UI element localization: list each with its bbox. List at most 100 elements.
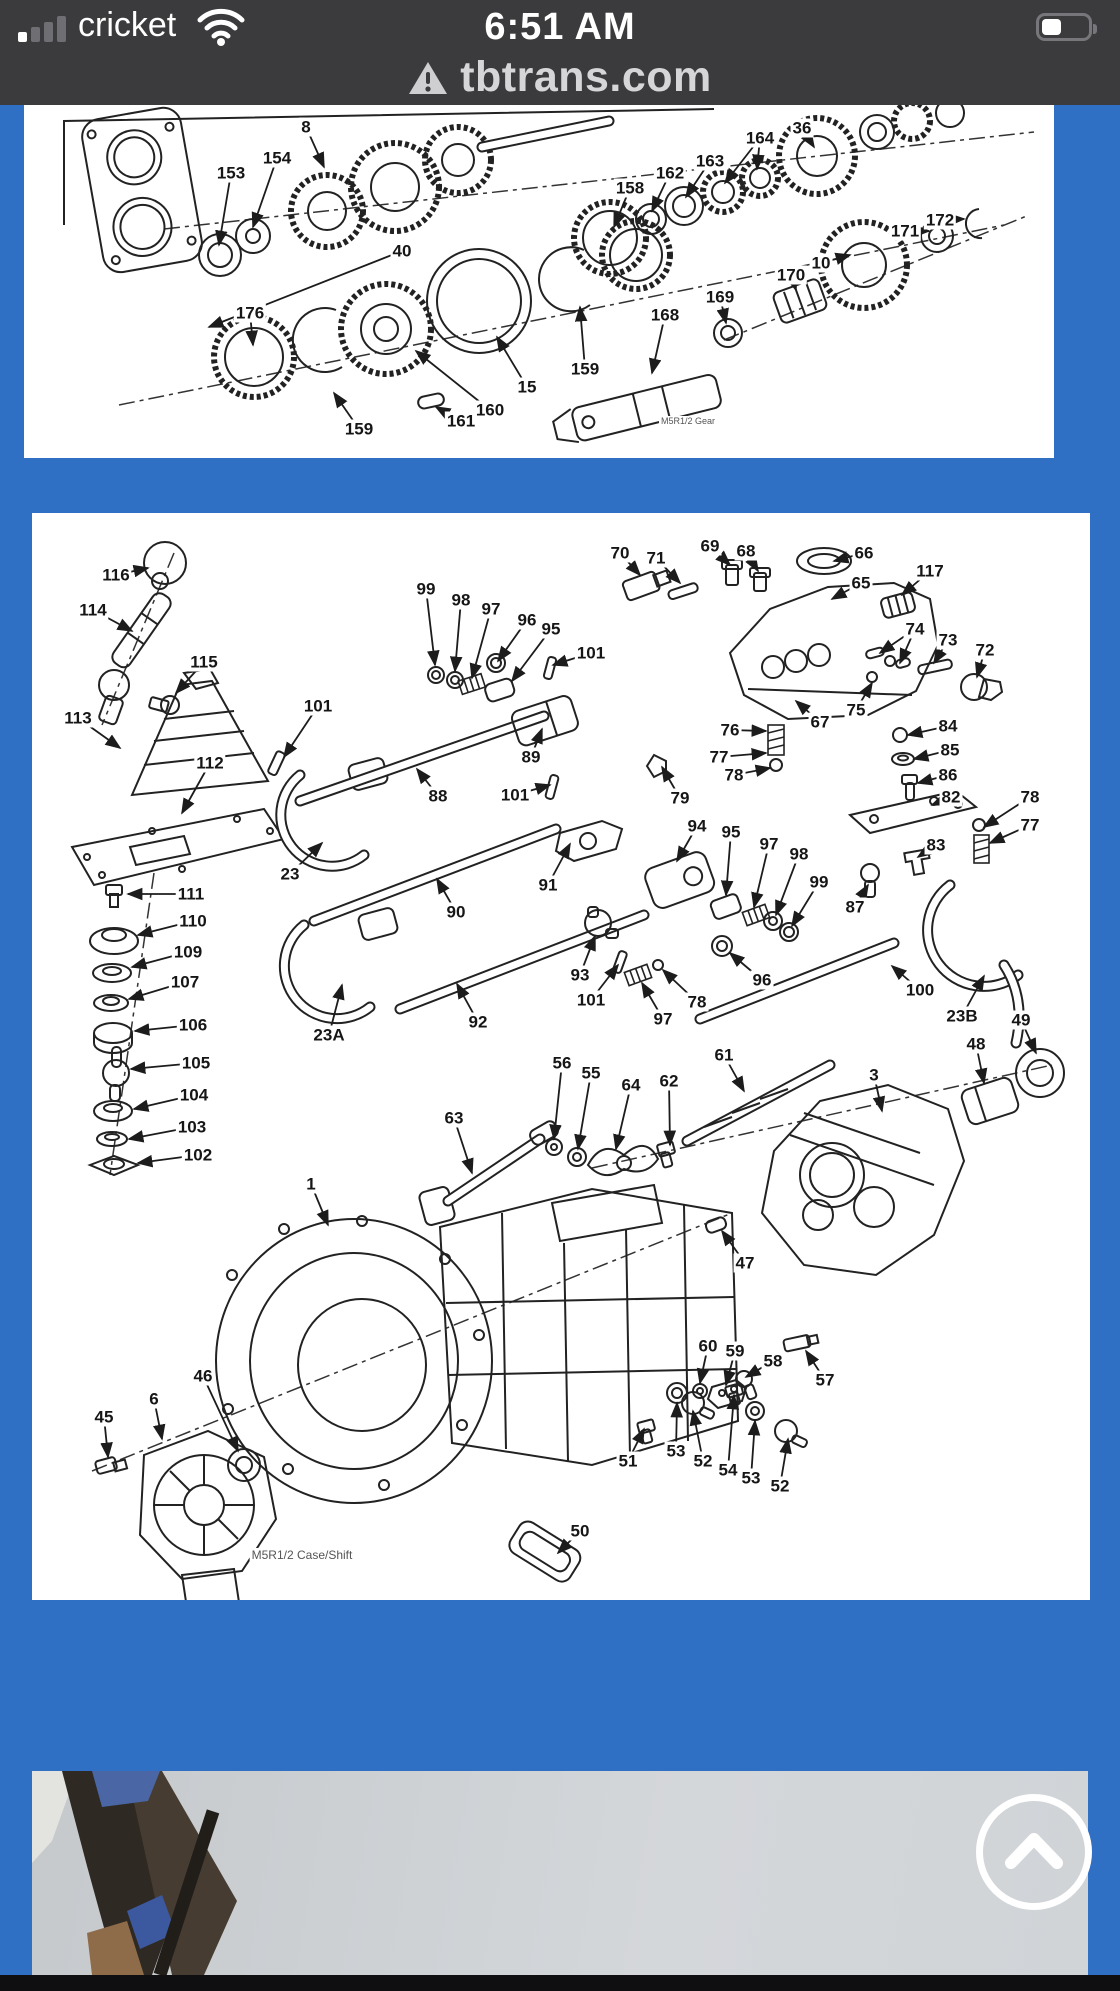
- part-label-96: 96: [750, 970, 774, 990]
- part-label-73: 73: [936, 630, 960, 650]
- part-label-104: 104: [177, 1085, 211, 1105]
- part-label-52: 52: [768, 1476, 792, 1496]
- part-label-71: 71: [644, 548, 668, 568]
- part-label-36: 36: [790, 118, 814, 138]
- cellular-signal-icon: [18, 16, 70, 42]
- part-label-105: 105: [179, 1053, 213, 1073]
- part-label-68: 68: [734, 541, 758, 561]
- part-label-50: 50: [568, 1521, 592, 1541]
- part-label-88: 88: [426, 786, 450, 806]
- part-label-23: 23: [278, 864, 302, 884]
- part-label-97: 97: [757, 834, 781, 854]
- part-label-112: 112: [194, 753, 226, 773]
- part-label-78: 78: [722, 765, 746, 785]
- part-label-164: 164: [743, 128, 777, 148]
- part-label-82: 82: [939, 787, 963, 807]
- part-label-62: 62: [657, 1071, 681, 1091]
- part-label-51: 51: [616, 1451, 640, 1471]
- part-label-83: 83: [924, 835, 948, 855]
- part-label-98: 98: [787, 844, 811, 864]
- part-label-159: 159: [568, 359, 602, 379]
- part-label-84: 84: [936, 716, 960, 736]
- part-label-47: 47: [733, 1253, 757, 1273]
- part-label-85: 85: [938, 740, 962, 760]
- case-shift-line-art: [70, 541, 1065, 1600]
- part-label-154: 154: [260, 148, 294, 168]
- part-label-99: 99: [807, 872, 831, 892]
- part-label-101: 101: [301, 696, 335, 716]
- part-label-70: 70: [608, 543, 632, 563]
- part-label-58: 58: [761, 1351, 785, 1371]
- bottom-dark-strip: [0, 1975, 1120, 1991]
- photo-tools-detail: [32, 1771, 237, 1977]
- part-label-87: 87: [843, 897, 867, 917]
- part-label-100: 100: [903, 980, 937, 1000]
- part-label-90: 90: [444, 902, 468, 922]
- part-label-160: 160: [473, 400, 507, 420]
- part-label-168: 168: [648, 305, 682, 325]
- part-label-61: 61: [712, 1045, 736, 1065]
- gear-train-line-art: [63, 105, 1035, 444]
- part-label-95: 95: [539, 619, 563, 639]
- status-time: 6:51 AM: [484, 6, 636, 48]
- part-label-74: 74: [903, 619, 927, 639]
- part-label-77: 77: [1018, 815, 1042, 835]
- part-label-49: 49: [1009, 1010, 1033, 1030]
- part-label-40: 40: [390, 241, 414, 261]
- part-label-79: 79: [668, 788, 692, 808]
- part-label-161: 161: [444, 411, 478, 431]
- part-label-78: 78: [1018, 787, 1042, 807]
- part-label-169: 169: [703, 287, 737, 307]
- part-label-98: 98: [449, 590, 473, 610]
- part-label-96: 96: [515, 610, 539, 630]
- part-label-54: 54: [716, 1460, 740, 1480]
- part-label-101: 101: [574, 990, 608, 1010]
- browser-header: cricket 6:51 AM tbtrans.com: [0, 0, 1120, 105]
- part-label-94: 94: [685, 816, 709, 836]
- diagram2-caption: M5R1/2 Case/Shift: [249, 1548, 355, 1562]
- part-label-114: 114: [77, 600, 109, 620]
- part-label-102: 102: [181, 1145, 215, 1165]
- part-label-55: 55: [579, 1063, 603, 1083]
- part-label-163: 163: [693, 151, 727, 171]
- part-label-53: 53: [664, 1441, 688, 1461]
- battery-icon: [1036, 13, 1097, 41]
- part-label-69: 69: [698, 536, 722, 556]
- part-label-72: 72: [973, 640, 997, 660]
- part-label-15: 15: [515, 377, 539, 397]
- part-label-53: 53: [739, 1468, 763, 1488]
- part-label-64: 64: [619, 1075, 643, 1095]
- part-label-170: 170: [774, 265, 808, 285]
- part-label-23B: 23B: [944, 1006, 980, 1026]
- part-label-101: 101: [498, 785, 532, 805]
- part-label-92: 92: [466, 1012, 490, 1032]
- part-label-89: 89: [519, 747, 543, 767]
- url-domain: tbtrans.com: [460, 53, 712, 101]
- part-label-10: 10: [809, 253, 833, 273]
- part-label-95: 95: [719, 822, 743, 842]
- scroll-to-top-button[interactable]: [976, 1794, 1092, 1910]
- part-label-77: 77: [707, 747, 731, 767]
- part-label-3: 3: [867, 1065, 881, 1085]
- part-label-76: 76: [718, 720, 742, 740]
- part-label-56: 56: [550, 1053, 574, 1073]
- part-label-91: 91: [536, 875, 560, 895]
- part-label-66: 66: [852, 543, 876, 563]
- part-label-52: 52: [691, 1451, 715, 1471]
- wifi-icon: [197, 8, 245, 46]
- part-label-65: 65: [849, 573, 873, 593]
- part-label-97: 97: [651, 1009, 675, 1029]
- address-bar[interactable]: tbtrans.com: [0, 50, 1120, 105]
- part-label-158: 158: [613, 178, 647, 198]
- part-label-107: 107: [168, 972, 202, 992]
- part-label-60: 60: [696, 1336, 720, 1356]
- part-label-46: 46: [191, 1366, 215, 1386]
- part-label-67: 67: [808, 712, 832, 732]
- part-label-116: 116: [100, 565, 132, 585]
- part-label-23A: 23A: [311, 1025, 347, 1045]
- part-label-1: 1: [304, 1174, 318, 1194]
- part-label-59: 59: [723, 1341, 747, 1361]
- part-label-75: 75: [844, 700, 868, 720]
